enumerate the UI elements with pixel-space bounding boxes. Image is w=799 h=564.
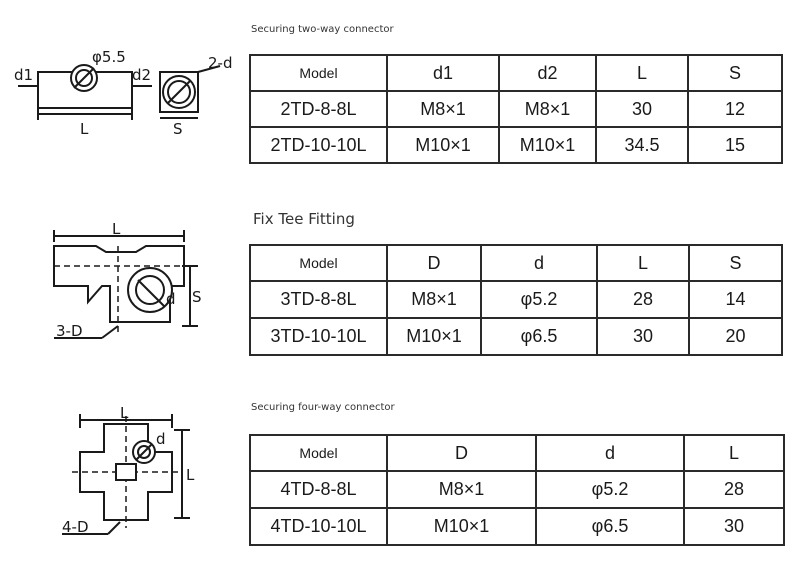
col-header-s: S (687, 54, 783, 92)
cell: 34.5 (595, 126, 689, 164)
S-label: S (173, 120, 183, 138)
cell: M8×1 (386, 470, 537, 509)
section-title-four-way: Securing four-way connector (251, 402, 395, 413)
section-title-tee: Fix Tee Fitting (253, 210, 355, 228)
L-label: L (120, 404, 129, 422)
four-way-connector-drawing: L d L 4-D (62, 404, 195, 536)
tee-spec-table: Model D d L S 3TD-8-8L M8×1 φ5.2 28 14 3… (249, 244, 783, 356)
cell: M10×1 (498, 126, 597, 164)
cell: φ6.5 (535, 507, 685, 546)
two-way-spec-table: Model d1 d2 L S 2TD-8-8L M8×1 M8×1 30 12… (249, 54, 783, 164)
two-way-connector-drawing: φ5.5 d1 d2 L S 2-d (14, 48, 232, 138)
cell: 4TD-8-8L (249, 470, 388, 509)
col-header-l: L (596, 244, 690, 282)
table-row: 3TD-10-10L M10×1 φ6.5 30 20 (249, 317, 783, 356)
col-header-d: d (535, 434, 685, 472)
cell: 28 (683, 470, 785, 509)
cell: 2TD-10-10L (249, 126, 388, 164)
cell: 30 (595, 90, 689, 128)
table-row: 3TD-8-8L M8×1 φ5.2 28 14 (249, 280, 783, 319)
cell: 15 (687, 126, 783, 164)
tee-fitting-drawing: L d S 3-D (53, 220, 202, 340)
table-row: 2TD-8-8L M8×1 M8×1 30 12 (249, 90, 783, 128)
L2-label: L (186, 466, 195, 484)
col-header-s: S (688, 244, 783, 282)
cell: 28 (596, 280, 690, 319)
cell: φ6.5 (480, 317, 598, 356)
cell: M10×1 (386, 317, 482, 356)
col-header-D: D (386, 434, 537, 472)
col-header-D: D (386, 244, 482, 282)
col-header-model: Model (249, 54, 388, 92)
cell: M10×1 (386, 507, 537, 546)
col-header-model: Model (249, 244, 388, 282)
cell: 30 (596, 317, 690, 356)
col-header-l: L (683, 434, 785, 472)
section-title-two-way: Securing two-way connector (251, 24, 394, 35)
table-row: 2TD-10-10L M10×1 M10×1 34.5 15 (249, 126, 783, 164)
cell: φ5.2 (535, 470, 685, 509)
cell: 3TD-8-8L (249, 280, 388, 319)
cell: φ5.2 (480, 280, 598, 319)
d2-label: d2 (132, 66, 151, 84)
d-label: d (156, 430, 166, 448)
cell: M8×1 (386, 90, 500, 128)
col-header-d1: d1 (386, 54, 500, 92)
cell: 30 (683, 507, 785, 546)
col-header-d2: d2 (498, 54, 597, 92)
cell: 12 (687, 90, 783, 128)
holes-label: 4-D (62, 518, 89, 536)
cell: M8×1 (386, 280, 482, 319)
L-label: L (112, 220, 121, 238)
cell: 14 (688, 280, 783, 319)
col-header-model: Model (249, 434, 388, 472)
cell: M10×1 (386, 126, 500, 164)
four-way-spec-table: Model D d L 4TD-8-8L M8×1 φ5.2 28 4TD-10… (249, 434, 785, 546)
table-row: 4TD-10-10L M10×1 φ6.5 30 (249, 507, 785, 546)
phi-label: φ5.5 (92, 48, 126, 66)
holes-label: 2-d (208, 54, 232, 72)
cell: 3TD-10-10L (249, 317, 388, 356)
cell: 4TD-10-10L (249, 507, 388, 546)
d1-label: d1 (14, 66, 33, 84)
d-label: d (166, 290, 176, 308)
S-label: S (192, 288, 202, 306)
holes-label: 3-D (56, 322, 83, 340)
col-header-d: d (480, 244, 598, 282)
cell: M8×1 (498, 90, 597, 128)
cell: 20 (688, 317, 783, 356)
col-header-l: L (595, 54, 689, 92)
L-label: L (80, 120, 89, 138)
cell: 2TD-8-8L (249, 90, 388, 128)
table-row: 4TD-8-8L M8×1 φ5.2 28 (249, 470, 785, 509)
